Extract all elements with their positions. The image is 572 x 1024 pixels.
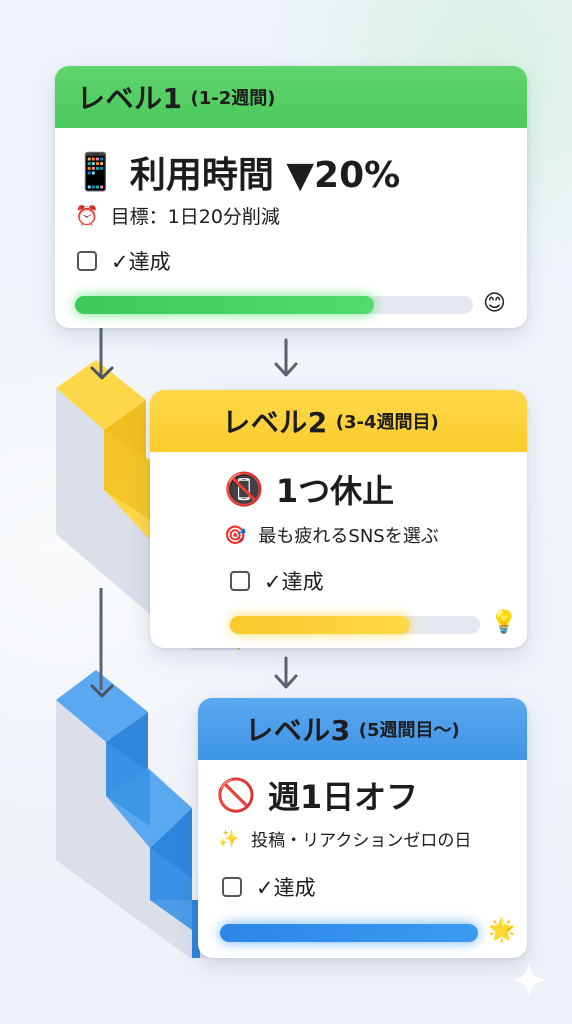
prohibited-icon: 🚫 xyxy=(216,776,256,814)
level-1-checkbox[interactable] xyxy=(77,251,97,271)
level-3-sub-text: 投稿・リアクションゼロの日 xyxy=(251,831,472,851)
arrow-down-icon xyxy=(90,684,114,698)
target-icon: 🎯 xyxy=(224,524,247,546)
level-3-progress-fill xyxy=(220,924,478,942)
level-2-title: レベル2 xyxy=(222,406,328,439)
level-1-sub-text: 目標：1日20分削減 xyxy=(110,206,280,228)
level-1-period: (1-2週間) xyxy=(190,88,276,109)
level-1-progress-bar xyxy=(75,296,473,314)
level-3-main-text: 週1日オフ xyxy=(267,778,419,816)
smartphone-icon: 📱 xyxy=(73,152,118,193)
level-3-card: レベル3 (5週間目〜) 🚫 週1日オフ ✨ 投稿・リアクションゼロの日 ✓達成… xyxy=(198,698,527,958)
level-1-progress-fill xyxy=(75,296,374,314)
level-2-main-text: 1つ休止 xyxy=(275,472,395,510)
level-3-header: レベル3 (5週間目〜) xyxy=(198,698,527,760)
light-bulb-icon: 💡 xyxy=(490,610,518,635)
level-2-check-label: ✓達成 xyxy=(264,570,324,594)
level-2-sub-row: 🎯 最も疲れるSNSを選ぶ xyxy=(224,522,439,548)
level-3-check-row[interactable]: ✓達成 xyxy=(222,872,316,902)
level-2-progress-bar xyxy=(230,616,480,634)
level-3-check-label: ✓達成 xyxy=(256,876,316,900)
level-2-card: レベル2 (3-4週間目) 📵 1つ休止 🎯 最も疲れるSNSを選ぶ ✓達成 💡 xyxy=(150,390,527,648)
level-1-main-row: 📱 利用時間 ▼20% xyxy=(73,146,400,198)
level-3-title: レベル3 xyxy=(245,714,351,747)
level-3-progress-bar xyxy=(220,924,478,942)
level-1-title: レベル1 xyxy=(77,82,183,115)
arrow-down-icon xyxy=(274,656,298,689)
level-2-sub-text: 最も疲れるSNSを選ぶ xyxy=(258,526,439,547)
sparkles-icon: ✨ xyxy=(218,828,240,849)
level-2-header: レベル2 (3-4週間目) xyxy=(150,390,527,452)
level-2-check-row[interactable]: ✓達成 xyxy=(230,566,324,596)
level-1-header: レベル1 (1-2週間) xyxy=(55,66,527,128)
level-2-period: (3-4週間目) xyxy=(335,412,439,433)
level-3-checkbox[interactable] xyxy=(222,877,242,897)
level-3-sub-row: ✨ 投稿・リアクションゼロの日 xyxy=(218,826,472,852)
level-3-period: (5週間目〜) xyxy=(358,720,460,741)
arrow-down-icon xyxy=(274,338,298,377)
sparkle-icon xyxy=(511,962,547,998)
smiling-face-icon: 😊 xyxy=(483,291,506,316)
level-1-check-label: ✓達成 xyxy=(111,250,171,274)
alarm-clock-icon: ⏰ xyxy=(75,205,99,227)
level-1-card: レベル1 (1-2週間) 📱 利用時間 ▼20% ⏰ 目標：1日20分削減 ✓達… xyxy=(55,66,527,328)
level-1-main-text: 利用時間 ▼20% xyxy=(129,155,401,196)
blue-staircase xyxy=(56,670,230,958)
level-2-main-row: 📵 1つ休止 xyxy=(224,466,394,512)
glowing-star-icon: 🌟 xyxy=(488,918,516,943)
no-mobile-phones-icon: 📵 xyxy=(224,470,264,508)
level-1-sub-row: ⏰ 目標：1日20分削減 xyxy=(75,202,280,229)
level-2-checkbox[interactable] xyxy=(230,571,250,591)
level-2-progress-fill xyxy=(230,616,410,634)
level-1-check-row[interactable]: ✓達成 xyxy=(77,246,171,276)
level-3-main-row: 🚫 週1日オフ xyxy=(216,772,418,818)
arrow-down-icon xyxy=(90,366,114,380)
